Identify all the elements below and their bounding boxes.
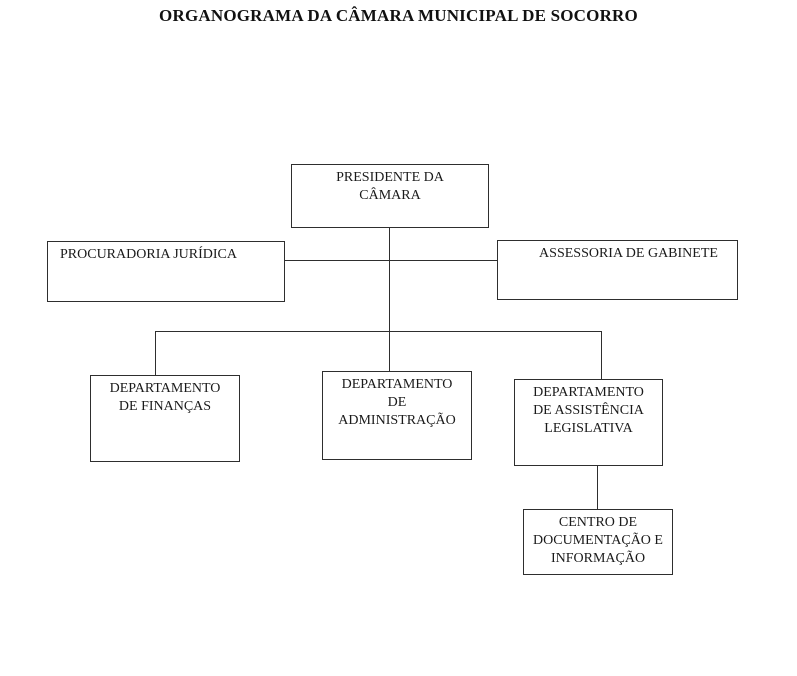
connector-procuradoria-assessoria [285, 260, 497, 261]
org-node-departamento-assistencia-legislativa: DEPARTAMENTO DE ASSISTÊNCIA LEGISLATIVA [514, 379, 663, 466]
connector-departments-bus [155, 331, 602, 332]
org-node-centro-documentacao-informacao: CENTRO DE DOCUMENTAÇÃO E INFORMAÇÃO [523, 509, 673, 575]
connector-drop-financas [155, 331, 156, 375]
connector-presidente-down [389, 228, 390, 371]
org-node-procuradoria-juridica: PROCURADORIA JURÍDICA [47, 241, 285, 302]
connector-assistencia-centro [597, 466, 598, 509]
org-node-departamento-administracao: DEPARTAMENTO DE ADMINISTRAÇÃO [322, 371, 472, 460]
org-node-assessoria-gabinete: ASSESSORIA DE GABINETE [497, 240, 738, 300]
org-node-presidente: PRESIDENTE DA CÂMARA [291, 164, 489, 228]
page-title: ORGANOGRAMA DA CÂMARA MUNICIPAL DE SOCOR… [159, 6, 638, 25]
connector-drop-assistencia [601, 331, 602, 379]
org-node-departamento-financas: DEPARTAMENTO DE FINANÇAS [90, 375, 240, 462]
